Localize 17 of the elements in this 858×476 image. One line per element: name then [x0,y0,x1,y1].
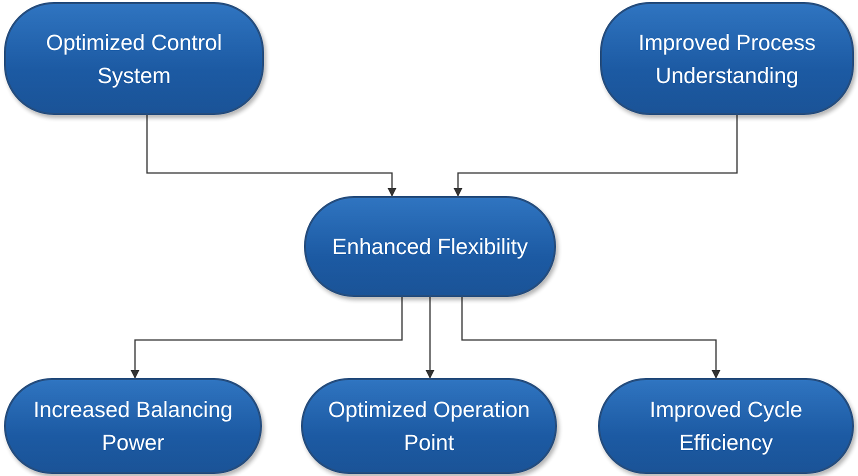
node-label: Increased Balancing Power [32,396,234,457]
node-label: Enhanced Flexibility [332,233,528,261]
arrow [453,115,738,197]
process-pill [304,196,556,297]
process-pill [301,378,557,474]
arrow [130,297,403,379]
arrow [461,297,721,379]
process-pill [600,2,854,115]
node-label: Improved Cycle Efficiency [648,396,804,457]
node-label: Optimized Operation Point [327,396,531,457]
process-pill [4,378,262,474]
process-pill [4,2,264,115]
node-label: Optimized Control System [44,28,224,90]
process-pill [598,378,854,474]
node-label: Improved Process Understanding [637,28,817,90]
arrow [425,297,435,379]
arrow [146,115,397,197]
